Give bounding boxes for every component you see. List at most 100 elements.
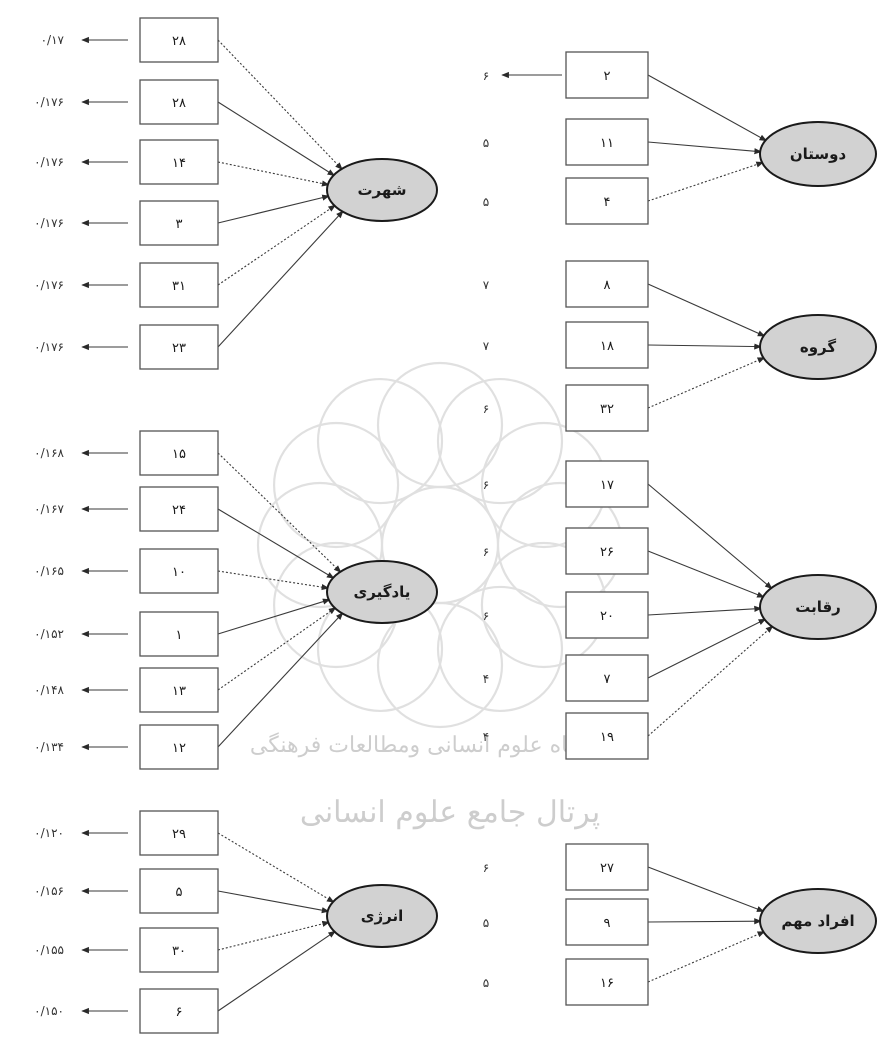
- path-arrow: [217, 39, 343, 171]
- path-arrow: [647, 343, 762, 350]
- path-arrow: [217, 101, 336, 177]
- item-box-rect: [565, 260, 649, 308]
- path-arrow: [647, 605, 762, 616]
- right-item-box: ۲۰: [565, 591, 649, 639]
- left-item-box: ۶: [139, 988, 219, 1034]
- left-item-box: ۲۹: [139, 810, 219, 856]
- construct-ellipse-shape: [326, 560, 438, 624]
- right-item-box: ۲: [565, 51, 649, 99]
- item-box-rect: [139, 667, 219, 713]
- left-item-box: ۱۲: [139, 724, 219, 770]
- item-box-rect: [565, 118, 649, 166]
- item-number: ۳: [176, 217, 183, 232]
- error-variance: ۰/۱۷۶: [34, 216, 64, 230]
- path-arrow: [217, 194, 330, 224]
- error-variance: ۷: [483, 339, 490, 353]
- construct-ellipse: یادگیری: [326, 560, 438, 624]
- error-variance: ۰/۱۶۵: [34, 564, 64, 578]
- error-variance: ۵: [483, 976, 489, 990]
- path-arrow: [647, 866, 765, 913]
- rosette-petal: [436, 377, 564, 505]
- left-item-box: ۱: [139, 611, 219, 657]
- construct-name: گروه: [800, 338, 837, 356]
- path-arrow: [217, 930, 336, 1012]
- item-number: ۲: [604, 69, 611, 84]
- path-arrow: [217, 832, 335, 903]
- item-box-rect: [139, 611, 219, 657]
- right-item-box: ۹: [565, 898, 649, 946]
- item-number: ۲۷: [600, 861, 614, 876]
- item-box-rect: [139, 486, 219, 532]
- construct-name: رقابت: [795, 598, 841, 616]
- error-variance: ۵: [483, 916, 489, 930]
- watermark-rosette: [256, 361, 624, 729]
- construct-name: یادگیری: [354, 583, 411, 601]
- error-variance: ۶: [483, 609, 489, 623]
- item-box-rect: [565, 958, 649, 1006]
- construct-name: دوستان: [790, 145, 847, 163]
- path-arrow: [647, 550, 765, 598]
- item-box-rect: [139, 548, 219, 594]
- error-variance: ۶: [483, 402, 489, 416]
- rosette-petal: [436, 585, 564, 713]
- rosette-core: [380, 485, 500, 605]
- item-box-rect: [565, 712, 649, 760]
- path-arrow: [647, 283, 766, 337]
- left-item-box: ۲۳: [139, 324, 219, 370]
- construct-ellipse: انرژی: [326, 884, 438, 948]
- item-number: ۱۰: [172, 565, 186, 580]
- item-box-rect: [565, 843, 649, 891]
- construct-ellipse: رقابت: [759, 574, 877, 640]
- item-number: ۵: [176, 885, 183, 900]
- construct-name: افراد مهم: [781, 912, 854, 930]
- item-number: ۲۴: [172, 503, 186, 518]
- item-box-rect: [565, 51, 649, 99]
- item-box-rect: [565, 321, 649, 369]
- error-variance: ۰/۱۷۶: [34, 155, 64, 169]
- construct-ellipse: افراد مهم: [759, 888, 877, 954]
- item-number: ۳۰: [172, 944, 186, 959]
- left-item-box: ۳۰: [139, 927, 219, 973]
- path-arrow: [647, 74, 768, 142]
- path-arrow: [217, 161, 330, 187]
- path-arrow: [647, 931, 766, 983]
- item-box-rect: [565, 654, 649, 702]
- item-number: ۱۸: [600, 339, 614, 354]
- path-arrow: [647, 918, 762, 925]
- construct-ellipse-shape: [326, 158, 438, 222]
- path-arrow: [647, 618, 767, 679]
- path-arrow: [217, 612, 344, 748]
- right-item-box: ۸: [565, 260, 649, 308]
- error-variance: ۴: [483, 730, 489, 744]
- error-variance: ۰/۱۴۸: [34, 683, 64, 697]
- error-variance: ۵: [483, 136, 489, 150]
- construct-ellipse-shape: [759, 121, 877, 187]
- path-arrow: [647, 483, 773, 590]
- path-arrow: [217, 920, 330, 951]
- construct-ellipse: دوستان: [759, 121, 877, 187]
- error-variance: ۶: [483, 69, 489, 83]
- item-box-rect: [139, 17, 219, 63]
- right-item-box: ۱۹: [565, 712, 649, 760]
- left-item-box: ۱۳: [139, 667, 219, 713]
- path-arrow: [647, 357, 766, 409]
- left-item-box: ۱۵: [139, 430, 219, 476]
- item-box-rect: [565, 384, 649, 432]
- item-number: ۸: [604, 278, 611, 293]
- item-number: ۴: [604, 195, 611, 210]
- item-box-rect: [565, 460, 649, 508]
- watermark-text-portal: پرتال جامع علوم انسانی: [300, 795, 600, 830]
- construct-ellipse-shape: [326, 884, 438, 948]
- item-number: ۲۸: [172, 34, 186, 49]
- construct-ellipse-shape: [759, 888, 877, 954]
- construct-ellipse-shape: [759, 574, 877, 640]
- error-variance: ۵: [483, 195, 489, 209]
- error-variance: ۰/۱۶۷: [34, 502, 64, 516]
- error-variance: ۰/۱۵۲: [34, 627, 64, 641]
- item-number: ۲۳: [172, 341, 186, 356]
- path-arrow: [217, 508, 335, 579]
- right-item-box: ۷: [565, 654, 649, 702]
- item-box-rect: [139, 724, 219, 770]
- right-item-box: ۱۷: [565, 460, 649, 508]
